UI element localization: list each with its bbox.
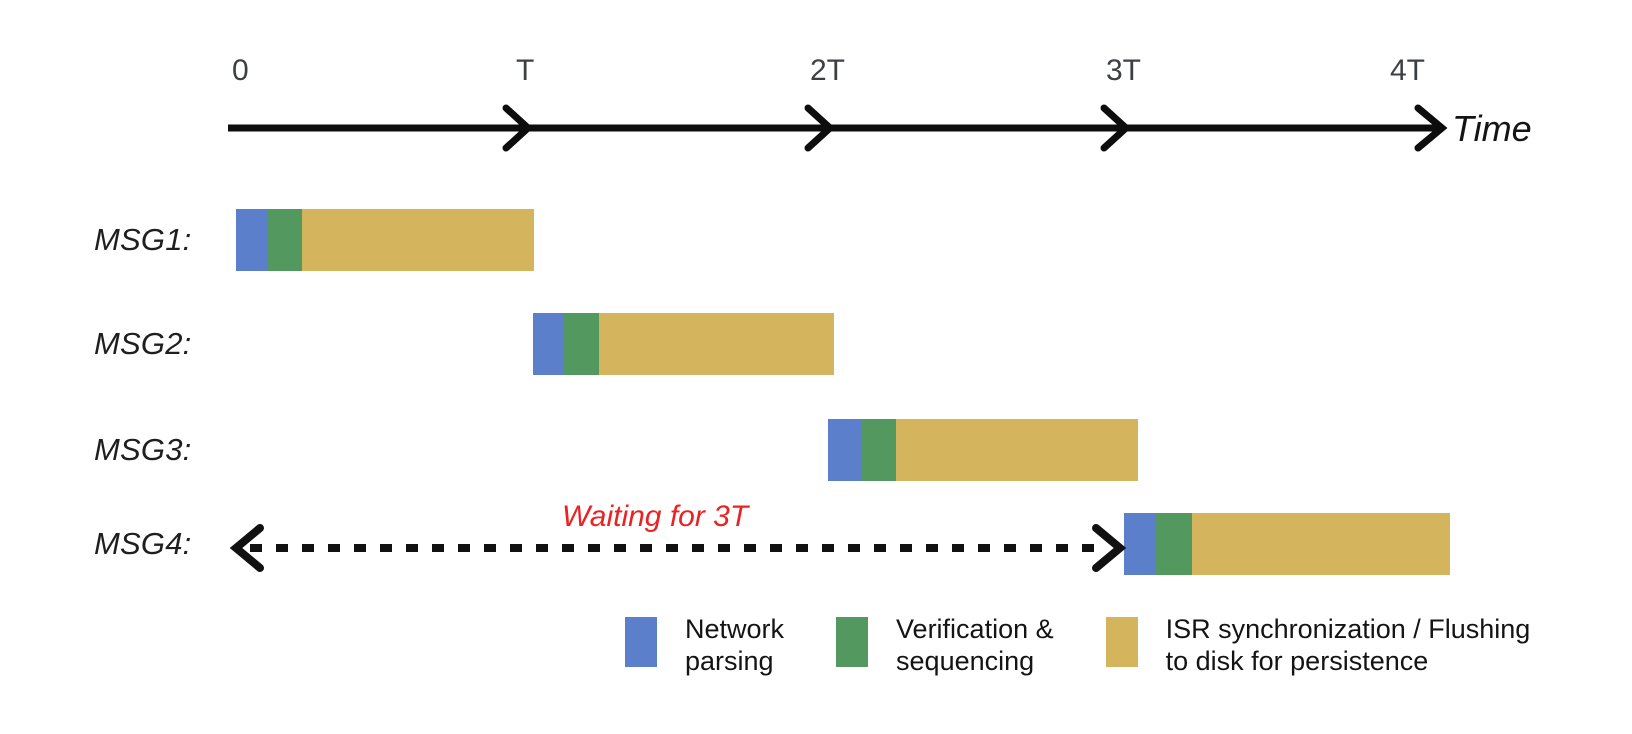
segment-verification-sequencing xyxy=(267,209,302,271)
segment-isr-sync-flush xyxy=(1192,513,1450,575)
legend-item-verification-sequencing: Verification & sequencing xyxy=(836,614,1054,678)
legend-item-isr-sync-flush: ISR synchronization / Flushing to disk f… xyxy=(1105,614,1531,678)
tick-label-4t: 4T xyxy=(1390,54,1426,87)
axis-label-time: Time xyxy=(1452,108,1532,149)
tick-label-t: T xyxy=(516,54,535,87)
bar-msg4 xyxy=(1124,513,1450,575)
segment-verification-sequencing xyxy=(861,419,896,481)
legend-swatch-verification-sequencing xyxy=(836,617,869,667)
segment-network-parsing xyxy=(236,209,267,271)
bar-msg3 xyxy=(828,419,1138,481)
bar-msg1 xyxy=(236,209,534,271)
waiting-double-arrow-icon xyxy=(229,524,1127,572)
segment-isr-sync-flush xyxy=(302,209,534,271)
legend-label-isr-sync-flush: ISR synchronization / Flushing to disk f… xyxy=(1165,614,1531,676)
legend-swatch-network-parsing xyxy=(625,617,657,667)
time-axis-arrow-icon xyxy=(228,104,1448,152)
row-label-msg1: MSG1: xyxy=(94,222,192,257)
waiting-annotation-label: Waiting for 3T xyxy=(562,500,749,533)
segment-network-parsing xyxy=(828,419,861,481)
legend-label-verification-sequencing: Verification & sequencing xyxy=(896,614,1054,676)
legend-item-network-parsing: Network parsing xyxy=(625,614,784,678)
tick-label-0: 0 xyxy=(232,54,249,87)
row-label-msg3: MSG3: xyxy=(94,432,192,467)
row-label-msg2: MSG2: xyxy=(94,326,192,361)
segment-network-parsing xyxy=(533,313,564,375)
segment-network-parsing xyxy=(1124,513,1156,575)
tick-label-2t: 2T xyxy=(810,54,846,87)
legend-swatch-isr-sync-flush xyxy=(1105,617,1138,667)
row-label-msg4: MSG4: xyxy=(94,526,192,561)
segment-isr-sync-flush xyxy=(896,419,1138,481)
segment-isr-sync-flush xyxy=(599,313,834,375)
tick-label-3t: 3T xyxy=(1106,54,1142,87)
segment-verification-sequencing xyxy=(1156,513,1192,575)
legend: Network parsing Verification & sequencin… xyxy=(625,614,1530,678)
legend-label-network-parsing: Network parsing xyxy=(685,614,785,676)
bar-msg2 xyxy=(533,313,834,375)
segment-verification-sequencing xyxy=(564,313,599,375)
